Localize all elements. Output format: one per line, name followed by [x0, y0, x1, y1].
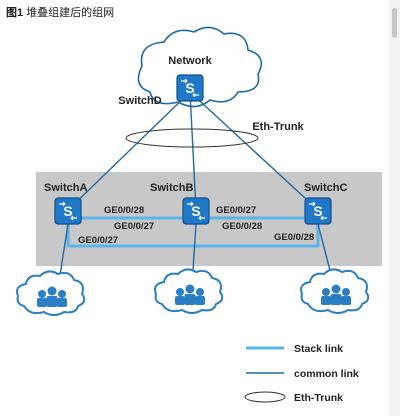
- user-group-c-icon: [300, 268, 370, 314]
- link-d-c: [189, 91, 319, 211]
- switch-d-label: SwitchD: [118, 95, 161, 107]
- eth-trunk-ellipse: [125, 128, 259, 148]
- port-a-upper: GE0/0/28: [104, 205, 144, 216]
- stack-link-a-c: [66, 224, 320, 248]
- figure-number: 图1: [6, 7, 24, 19]
- switch-a-icon: [54, 197, 82, 225]
- port-c-lower: GE0/0/28: [274, 232, 314, 243]
- user-group-b-icon: [154, 268, 224, 314]
- user-group-a-icon: [16, 270, 86, 316]
- legend-trunk-label: Eth-Trunk: [294, 392, 343, 404]
- legend-stack-label: Stack link: [294, 343, 343, 355]
- switch-c-label: SwitchC: [304, 182, 347, 194]
- switch-d-icon: [176, 74, 204, 102]
- legend-trunk-swatch: [244, 391, 286, 403]
- port-b-upper-left: GE0/0/27: [114, 221, 154, 232]
- scrollbar-thumb[interactable]: [392, 8, 397, 38]
- switch-b-icon: [182, 197, 210, 225]
- figure-title: 堆叠组建后的组网: [26, 7, 115, 19]
- port-c-upper-left: GE0/0/27: [216, 205, 256, 216]
- network-label: Network: [168, 55, 212, 67]
- link-d-b: [189, 91, 197, 211]
- network-cloud: Network: [137, 26, 263, 108]
- switch-b-label: SwitchB: [150, 182, 193, 194]
- port-b-lower-right: GE0/0/28: [222, 221, 262, 232]
- eth-trunk-label: Eth-Trunk: [252, 121, 304, 133]
- switch-c-icon: [304, 197, 332, 225]
- figure-caption: 图1 堆叠组建后的组网: [6, 4, 114, 20]
- legend-common-label: common link: [294, 368, 359, 380]
- switch-a-label: SwitchA: [44, 182, 87, 194]
- port-a-lower: GE0/0/27: [78, 235, 118, 246]
- link-d-a: [67, 91, 191, 211]
- vertical-scrollbar[interactable]: [389, 0, 400, 416]
